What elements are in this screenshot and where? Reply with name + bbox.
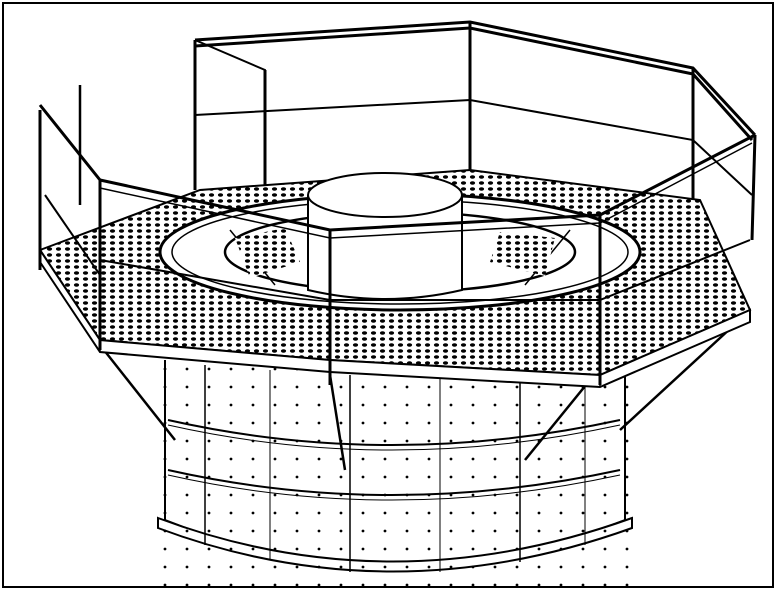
center-cylinder [307,172,463,300]
lower-cylindrical-shell [157,360,633,590]
octagonal-guardrail [38,20,757,385]
